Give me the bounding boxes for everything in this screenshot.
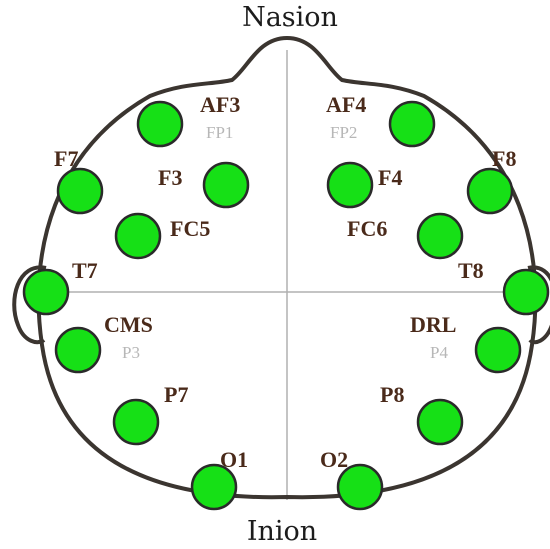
electrode-T8-label: T8 [458,258,484,283]
electrode-P7-label: P7 [164,382,188,407]
electrode-P7-marker[interactable] [114,400,158,444]
nasion-label: Nasion [242,2,338,33]
electrode-FC5-label: FC5 [170,216,210,241]
electrode-F4-label: F4 [378,165,402,190]
electrode-AF4-label: AF4 [326,92,366,117]
electrode-AF4-alt-label: FP2 [330,123,357,142]
electrode-O2-label: O2 [320,447,348,472]
electrode-CMS-alt-label: P3 [122,343,140,362]
electrode-DRL[interactable]: DRL P4 [410,312,520,372]
electrode-CMS-marker[interactable] [56,328,100,372]
electrode-P7[interactable]: P7 [114,382,188,444]
electrode-AF3[interactable]: AF3 FP1 [138,92,240,146]
electrode-P8-label: P8 [380,382,404,407]
electrode-AF4-marker[interactable] [390,102,434,146]
electrode-F7-label: F7 [54,146,78,171]
electrode-DRL-marker[interactable] [476,328,520,372]
electrode-AF3-alt-label: FP1 [206,123,233,142]
electrode-F3-marker[interactable] [204,163,248,207]
electrode-F8-marker[interactable] [468,169,512,213]
electrode-CMS[interactable]: CMS P3 [56,312,153,372]
electrode-FC5[interactable]: FC5 [116,214,210,258]
electrode-CMS-label: CMS [104,312,153,337]
electrode-AF3-label: AF3 [200,92,240,117]
inion-label: Inion [247,516,317,547]
electrode-DRL-label: DRL [410,312,456,337]
electrode-FC5-marker[interactable] [116,214,160,258]
electrode-F3[interactable]: F3 [158,163,248,207]
electrode-F7-marker[interactable] [58,169,102,213]
electrode-T7-label: T7 [72,258,98,283]
electrode-P8-marker[interactable] [418,400,462,444]
electrode-AF4[interactable]: AF4 FP2 [326,92,434,146]
electrode-F4-marker[interactable] [328,163,372,207]
electrode-F3-label: F3 [158,165,182,190]
electrode-F8[interactable]: F8 [468,146,516,213]
electrode-FC6[interactable]: FC6 [347,214,462,258]
electrode-P8[interactable]: P8 [380,382,462,444]
electrode-F4[interactable]: F4 [328,163,402,207]
electrode-O2[interactable]: O2 [320,447,382,509]
electrode-F8-label: F8 [492,146,516,171]
electrode-AF3-marker[interactable] [138,102,182,146]
electrode-T8-marker[interactable] [504,270,548,314]
electrode-O1-label: O1 [220,447,248,472]
electrode-T7-marker[interactable] [24,270,68,314]
electrode-O1[interactable]: O1 [192,447,248,509]
electrode-F7[interactable]: F7 [54,146,102,213]
electrode-FC6-label: FC6 [347,216,387,241]
electrode-FC6-marker[interactable] [418,214,462,258]
electrode-DRL-alt-label: P4 [430,343,448,362]
